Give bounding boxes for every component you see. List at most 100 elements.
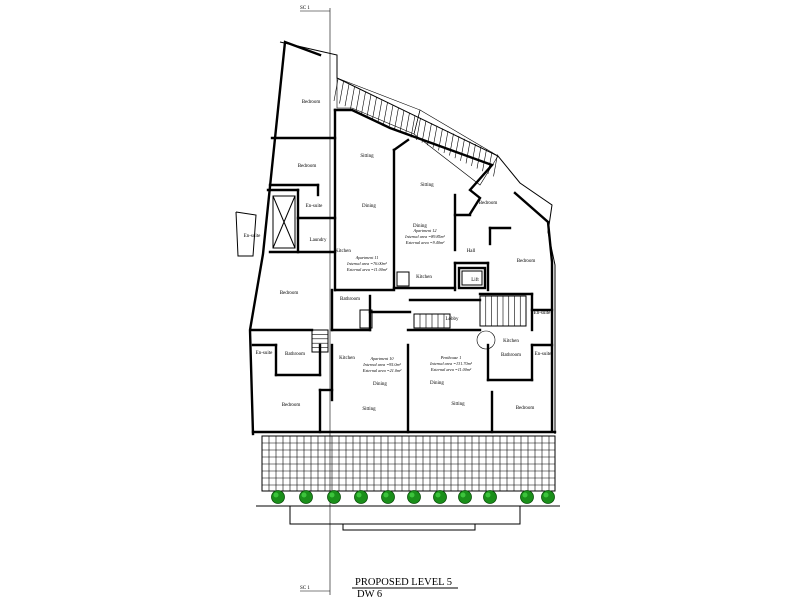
hatch-line <box>471 143 476 167</box>
planter <box>541 490 555 504</box>
hatch-line <box>416 117 421 141</box>
room-label: En-suite <box>256 351 273 356</box>
hatch-line <box>388 104 394 128</box>
lift-shaft <box>457 266 487 290</box>
planter <box>407 490 421 504</box>
hatch-line <box>399 110 405 133</box>
hatch-line <box>438 128 443 151</box>
hatch-line <box>410 115 416 138</box>
planter-highlight <box>301 492 307 498</box>
apartment-internal-area: Internal area =89.85m² <box>404 234 445 239</box>
south-terrace <box>261 435 556 492</box>
room-label: Bedroom <box>516 406 535 411</box>
room-label: Sitting <box>360 154 374 159</box>
apartment-internal-area: Internal area =95.0m² <box>362 362 401 367</box>
room-label: Lobby <box>445 317 459 322</box>
room-label: Dining <box>362 204 376 209</box>
planter-highlight <box>329 492 335 498</box>
room-label: Bedroom <box>302 100 321 105</box>
room-label: Bathroom <box>340 297 360 302</box>
apartment-name: Apartment 10 <box>370 356 395 361</box>
planter <box>327 490 341 504</box>
planter-highlight <box>273 492 279 498</box>
hatch-line <box>383 102 388 125</box>
stair-east <box>479 295 527 327</box>
west-balcony <box>235 211 257 257</box>
planter-highlight <box>522 492 528 498</box>
hatch-line <box>372 97 377 120</box>
room-label: Kitchen <box>339 356 355 361</box>
hatch-line <box>333 78 339 102</box>
terrace-panel-2 <box>413 109 499 186</box>
north-east-facade <box>279 41 556 434</box>
room-label: Lift <box>471 278 479 283</box>
stair-center <box>413 313 451 329</box>
apartment-name: Apartment 12 <box>413 228 437 233</box>
planter-highlight <box>435 492 441 498</box>
apartment-external-area: External area =11.00m² <box>430 367 472 372</box>
planters <box>271 490 555 504</box>
planter <box>483 490 497 504</box>
room-label: En-suite <box>244 234 261 239</box>
room-labels: Bedroom Bedroom En-suite En-suite Laundr… <box>244 100 552 412</box>
room-label: Kitchen <box>503 339 519 344</box>
building-outline <box>235 40 557 436</box>
section-marker-bottom: SC 1 <box>300 586 310 591</box>
drawing-subtitle: DW 6 <box>357 589 382 600</box>
spiral-stair <box>476 330 496 350</box>
hatch-line <box>405 112 410 135</box>
hatch-line <box>460 138 465 161</box>
room-label: Sitting <box>362 407 376 412</box>
planter <box>433 490 447 504</box>
lift-core <box>311 266 527 353</box>
planter-highlight <box>409 492 415 498</box>
hatch-line <box>493 154 498 177</box>
room-label: Bathroom <box>501 353 521 358</box>
apartment-internal-area: Internal area =131.70m² <box>429 361 472 366</box>
room-label: Bedroom <box>479 201 498 206</box>
shaft-box <box>396 271 410 287</box>
interior-walls <box>250 108 554 434</box>
hatch-line <box>443 130 449 154</box>
bathtub <box>272 195 296 249</box>
planter <box>520 490 534 504</box>
room-label: Laundry <box>310 238 327 243</box>
planter-highlight <box>356 492 362 498</box>
drawing-title: PROPOSED LEVEL 5 <box>355 577 452 588</box>
room-label: Hall <box>467 249 476 254</box>
hatch-line <box>427 123 432 146</box>
terrace-hatch <box>333 78 498 177</box>
hatch-line <box>339 81 344 104</box>
room-label: Kitchen <box>335 249 351 254</box>
terrace-panel-1 <box>336 77 421 135</box>
room-label: Bedroom <box>517 259 536 264</box>
apartment-labels: Apartment 12 Internal area =89.85m² Exte… <box>346 228 473 373</box>
room-label: En-suite <box>534 311 551 316</box>
hatch-line <box>482 149 487 172</box>
hatch-line <box>465 141 471 164</box>
apartment-external-area: External area =9.40m² <box>405 240 445 245</box>
hatch-line <box>350 86 355 109</box>
duct-box <box>359 309 373 329</box>
planter <box>381 490 395 504</box>
room-label: En-suite <box>535 352 552 357</box>
planter-highlight <box>543 492 549 498</box>
terrace-grid <box>261 435 555 491</box>
room-label: Kitchen <box>416 275 432 280</box>
north-terrace-edge <box>333 108 495 216</box>
section-marker-top: SC 1 <box>300 6 310 11</box>
hatch-line <box>454 136 460 159</box>
stair-west <box>311 329 329 353</box>
apartment-name: Penthouse 1 <box>440 355 462 360</box>
room-label: Bathroom <box>285 352 305 357</box>
room-label: En-suite <box>306 204 323 209</box>
room-label: Dining <box>413 224 427 229</box>
stair-outline <box>311 329 329 353</box>
room-label: Dining <box>430 381 444 386</box>
room-label: Sitting <box>451 402 465 407</box>
hatch-line <box>361 91 366 115</box>
south-slab <box>256 505 560 531</box>
hatch-line <box>476 146 482 169</box>
